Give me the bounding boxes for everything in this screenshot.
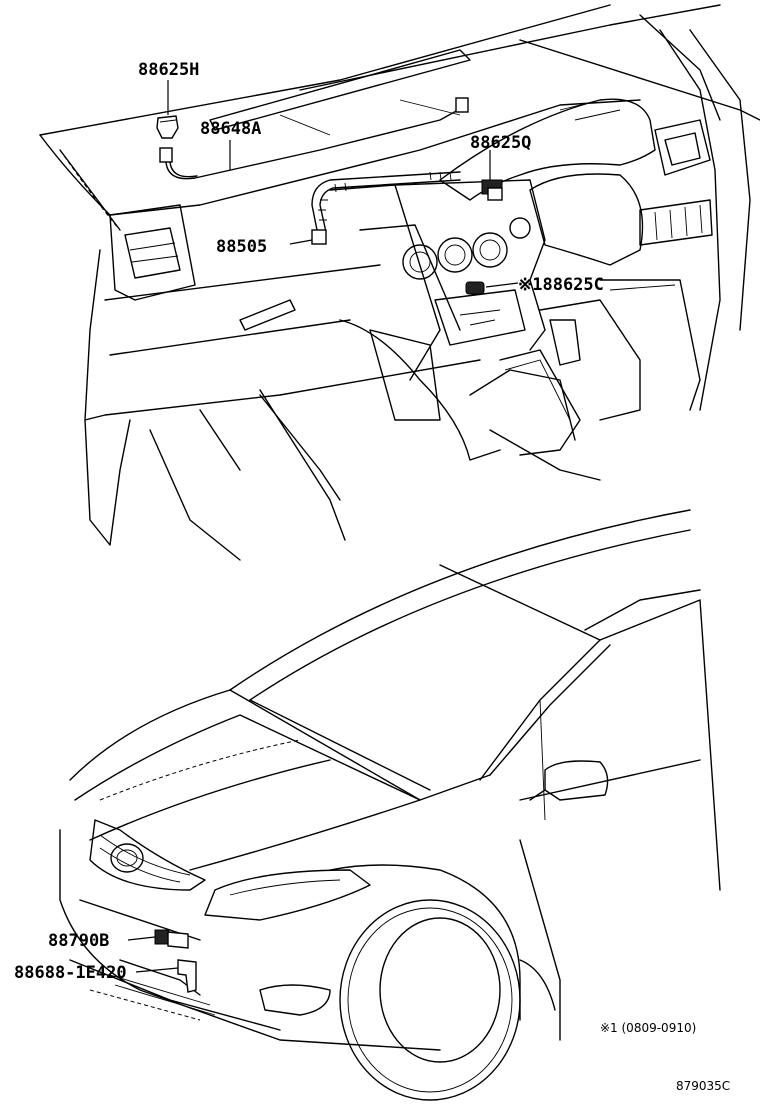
callout-88790b: 88790B xyxy=(48,931,109,951)
callout-88625q: 88625Q xyxy=(470,133,531,153)
callout-88505: 88505 xyxy=(216,237,267,257)
dashboard-illustration xyxy=(39,4,760,561)
top-leader-lines xyxy=(167,80,519,288)
callout-88625c: ※188625C xyxy=(518,275,604,295)
bottom-leader-lines xyxy=(127,936,179,973)
callout-88648a: 88648A xyxy=(200,119,261,139)
car-front-illustration xyxy=(59,509,721,1101)
figure-code: 879035C xyxy=(676,1079,730,1093)
callout-88625h: 88625H xyxy=(138,60,199,80)
callout-88688-1e420: 88688-1E420 xyxy=(14,963,127,983)
footnote: ※1 (0809-0910) xyxy=(600,1021,696,1035)
